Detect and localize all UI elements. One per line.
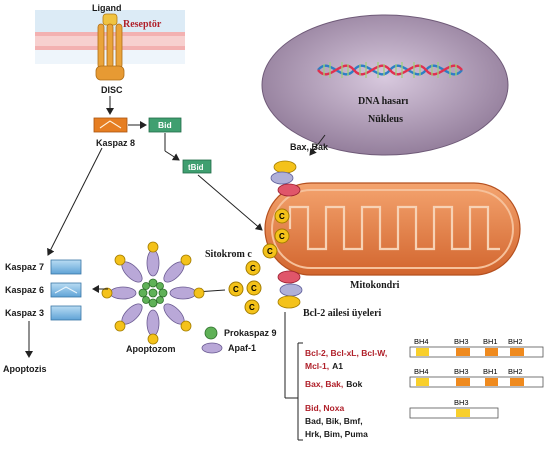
svg-text:Mcl-1,A1: Mcl-1,A1 (305, 361, 343, 371)
caspase7-label: Kaspaz 7 (5, 262, 44, 272)
arrow-nucleus-to-baxbak (309, 134, 326, 156)
cytochrome-c-label: Sitokrom c (205, 249, 252, 260)
ligand-label: Ligand (92, 3, 122, 13)
death-receptor (95, 13, 125, 81)
svg-text:Hrk, Bim, Puma: Hrk, Bim, Puma (305, 429, 368, 439)
dna-helix-icon (317, 62, 463, 78)
svg-text:C: C (279, 212, 285, 221)
bid-box (148, 117, 182, 133)
bh2-label-1: BH2 (508, 337, 523, 346)
bcl2-group-proapoptotic: Bax, Bak,Bok (305, 379, 363, 389)
nucleus-label: Nükleus (368, 114, 403, 125)
svg-text:C: C (249, 303, 255, 312)
bh3-label-2: BH3 (454, 367, 469, 376)
tbid-box (182, 159, 212, 174)
bcl2-domain-bar-2 (409, 376, 544, 388)
svg-text:C: C (267, 247, 273, 256)
apoptosome (101, 241, 205, 345)
cytochrome-c-molecules: C C C C C C C (228, 208, 290, 315)
bh2-label-2: BH2 (508, 367, 523, 376)
svg-text:Bcl-2, Bcl-xL, Bcl-W,: Bcl-2, Bcl-xL, Bcl-W, (305, 348, 387, 358)
bh4-label-2: BH4 (414, 367, 429, 376)
svg-text:Bid, Noxa: Bid, Noxa (305, 403, 344, 413)
mito-membrane-proteins (270, 160, 303, 309)
disc-label: DISC (101, 85, 123, 95)
apoptosome-label: Apoptozom (126, 344, 176, 354)
nucleus (261, 14, 509, 156)
procaspase9-icon (204, 326, 218, 340)
receptor-label: Reseptör (123, 19, 162, 30)
procaspase9-label: Prokaspaz 9 (224, 328, 277, 338)
caspase8-box (93, 117, 128, 133)
svg-text:Bad, Bik, Bmf,: Bad, Bik, Bmf, (305, 416, 363, 426)
svg-text:C: C (279, 232, 285, 241)
svg-text:C: C (233, 285, 239, 294)
arrow-bid-to-tbid (164, 150, 180, 161)
apoptosis-label: Apoptozis (3, 364, 47, 374)
bcl2-domain-bar-3 (409, 407, 499, 419)
bax-bak-label: Bax, Bak (290, 142, 329, 152)
svg-text:C: C (251, 284, 257, 293)
svg-text:Bax, Bak,Bok: Bax, Bak,Bok (305, 379, 363, 389)
effector-caspases (50, 259, 82, 321)
dna-damage-label: DNA hasarı (358, 96, 409, 107)
tbid-label: tBid (188, 163, 204, 172)
arrow-caspase8-to-effectors (47, 147, 103, 256)
bcl2-family-title: Bcl-2 ailesi üyeleri (303, 308, 382, 319)
apaf1-icon (201, 342, 223, 354)
bcl2-domain-bar-1 (409, 346, 544, 358)
caspase6-label: Kaspaz 6 (5, 285, 44, 295)
mitochondrion-label: Mitokondri (350, 280, 400, 291)
apaf1-label: Apaf-1 (228, 343, 256, 353)
caspase8-cleave-icon (99, 120, 122, 129)
bh1-label-1: BH1 (483, 337, 498, 346)
mitochondrion (264, 182, 521, 276)
svg-text:C: C (250, 264, 256, 273)
bh3-label-3: BH3 (454, 398, 469, 407)
caspase8-label: Kaspaz 8 (96, 138, 135, 148)
bh4-label-1: BH4 (414, 337, 429, 346)
bh1-label-2: BH1 (483, 367, 498, 376)
bid-label: Bid (158, 120, 172, 130)
bcl2-group-bh3-only: Bid, Noxa Bad, Bik, Bmf, Hrk, Bim, Puma (305, 403, 368, 439)
bcl2-group-antiapoptotic: Bcl-2, Bcl-xL, Bcl-W, Mcl-1,A1 (305, 348, 387, 371)
caspase3-label: Kaspaz 3 (5, 308, 44, 318)
arrow-tbid-to-mito (197, 174, 263, 231)
bh3-label-1: BH3 (454, 337, 469, 346)
